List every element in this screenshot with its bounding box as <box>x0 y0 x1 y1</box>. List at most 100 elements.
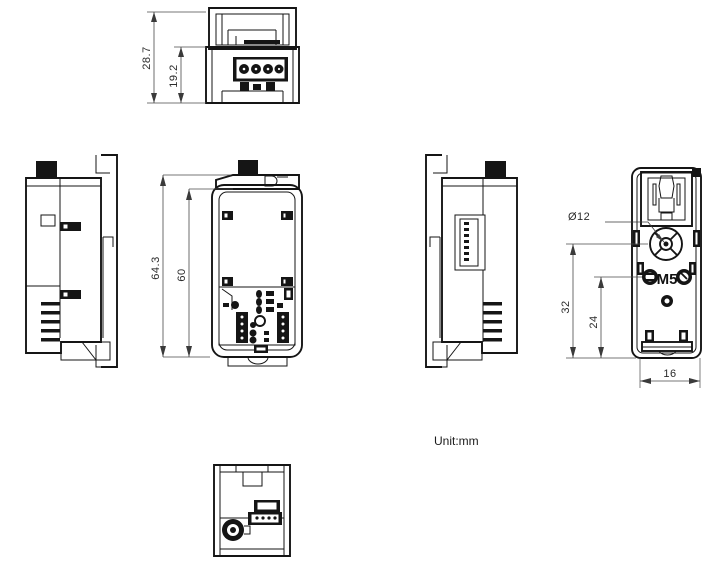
front-tab-br <box>281 277 293 286</box>
pcb-header-left <box>236 312 248 343</box>
left-latch-tab-lower-slot <box>62 291 69 298</box>
top-notch-1 <box>240 82 249 91</box>
dim-28-7-label: 28.7 <box>141 46 153 69</box>
bottom-barrel-jack-pin <box>230 527 236 533</box>
pcb-comp-c4 <box>277 303 283 308</box>
top-body-outline <box>205 46 300 104</box>
right-contact-1 <box>464 222 469 225</box>
left-clip-upper-hook <box>95 155 110 174</box>
pcb-header-right <box>277 312 289 343</box>
dim-60-arrow-top <box>186 189 192 200</box>
dim-16-label: 16 <box>663 368 676 380</box>
bottom-conn-pin-3 <box>267 516 271 520</box>
dim-64-3-label: 64.3 <box>150 256 162 279</box>
dim-24: 24 <box>588 276 642 358</box>
dim-64-3-arrow-top <box>160 175 166 186</box>
rear-slot-right-2-inner <box>690 263 695 274</box>
pcb-pad-l3 <box>239 328 245 334</box>
dim-16-arrow-right <box>689 378 700 384</box>
rear-bottom-arc <box>658 350 677 356</box>
pcb-comp-b3 <box>256 306 262 314</box>
terminal-screw-2-slot <box>253 66 259 72</box>
rear-latch-right-slot <box>680 331 687 341</box>
dim-24-arrow-bottom <box>598 347 604 358</box>
pcb-comp-c1 <box>266 291 274 296</box>
bottom-jack-bracket <box>244 525 251 535</box>
dim-32-arrow-top <box>570 244 576 255</box>
pcb-pad-r3 <box>280 328 286 334</box>
top-notch-2 <box>253 84 261 90</box>
pcb-comp-cap-1 <box>231 301 239 309</box>
pcb-comp-round-sm3 <box>249 336 257 344</box>
right-contact-3 <box>464 234 469 237</box>
pcb-comp-c2 <box>266 299 274 304</box>
front-tab-tl-slot <box>223 212 229 219</box>
rear-clip-shank <box>658 198 675 213</box>
rear-slot-left-2-inner <box>638 263 643 274</box>
dim-diam-12-label: Ø12 <box>568 211 590 223</box>
rear-boss-inner <box>663 297 671 305</box>
left-foot-plate <box>60 341 111 361</box>
front-tab-tr <box>281 211 293 220</box>
dim-19-2-label: 19.2 <box>168 64 180 87</box>
rear-hole-center <box>663 241 669 247</box>
top-upper-shell-outline <box>208 7 297 50</box>
dim-19-2: 19.2 <box>168 46 206 103</box>
right-pin-1 <box>483 302 502 306</box>
right-contact-6 <box>464 252 469 255</box>
left-latch-tab-lower <box>60 290 81 299</box>
left-pin-4 <box>41 329 60 333</box>
front-foot-arc <box>247 356 269 365</box>
rear-screw-right-slot <box>680 272 688 280</box>
right-contact-4 <box>464 240 469 243</box>
pcb-comp-round-big <box>254 315 266 327</box>
rear-top-bracket <box>640 171 693 227</box>
pcb-comp-ic-inner <box>255 346 267 352</box>
rear-hole-outer-circle <box>649 227 683 261</box>
pcb-comp-r1 <box>223 303 229 307</box>
pcb-comp-d1 <box>264 331 269 335</box>
dim-28-7-arrow-top <box>151 12 157 22</box>
left-pin-1 <box>41 302 60 306</box>
view-left-side <box>25 154 118 368</box>
pcb-comp-b2 <box>256 298 262 306</box>
right-contact-7 <box>464 258 469 261</box>
left-foot-diagonal <box>81 341 97 361</box>
dim-19-2-arrow-bottom <box>178 93 184 103</box>
bottom-body-outline <box>213 464 291 557</box>
left-clip-mid-step <box>103 236 114 247</box>
pcb-comp-d2 <box>264 338 269 342</box>
pcb-pad-l2 <box>239 321 245 327</box>
left-pin-5 <box>41 338 60 342</box>
top-contact-bar <box>244 40 280 44</box>
pcb-comp-b1 <box>256 290 262 298</box>
top-upper-shell-inner <box>215 13 290 46</box>
view-right-side <box>425 154 518 368</box>
left-clip-lower-hook <box>95 345 110 368</box>
left-latch-tab-upper-slot <box>62 223 69 230</box>
right-pin-2 <box>483 311 502 315</box>
front-top-cap <box>215 174 300 190</box>
right-clip-upper-hook <box>433 155 448 174</box>
left-latch-tab-upper <box>60 222 81 231</box>
dim-16-arrow-left <box>640 378 651 384</box>
right-sma-knurl <box>489 164 502 174</box>
rear-screw-left-slot <box>646 273 654 281</box>
pcb-comp-round-sm1 <box>250 322 256 328</box>
view-bottom <box>213 464 291 557</box>
rear-clip-arm-left <box>652 183 657 206</box>
dim-64-3-arrow-bottom <box>160 346 166 357</box>
top-notch-3 <box>266 82 275 91</box>
left-window-feature <box>40 214 56 227</box>
dim-60-arrow-bottom <box>186 346 192 357</box>
dim-diam-12-arrow <box>656 234 664 242</box>
rear-slot-right-inner <box>694 231 699 246</box>
dim-diameter-12: Ø12 <box>568 211 665 243</box>
top-inner-well <box>227 30 277 46</box>
rear-clip-tongue <box>658 175 675 199</box>
front-pcb-area <box>218 286 296 346</box>
dim-19-2-arrow-top <box>178 47 184 57</box>
left-sma-knurl <box>40 164 53 174</box>
right-clip-mid-step <box>429 236 440 247</box>
